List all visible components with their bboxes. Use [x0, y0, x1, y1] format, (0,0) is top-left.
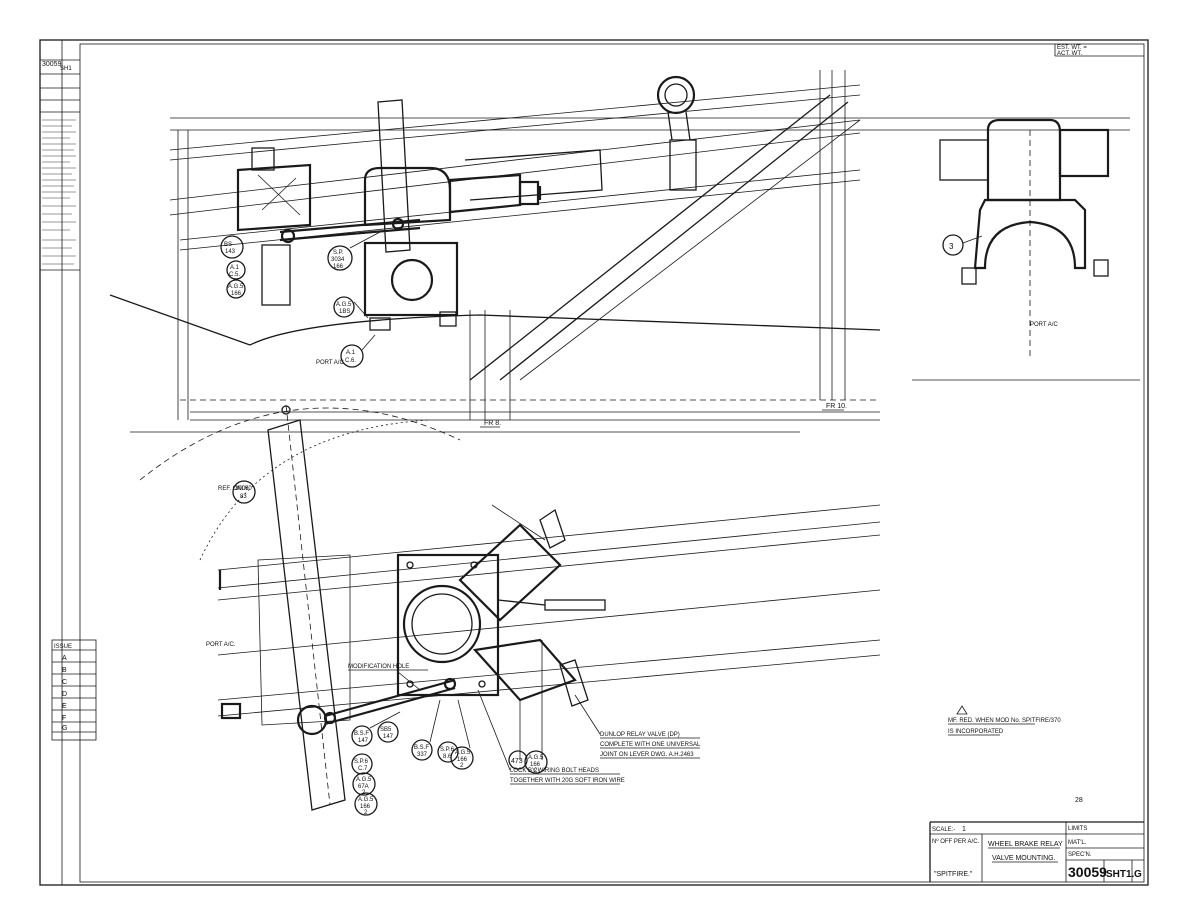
issue-letter: G [1134, 869, 1142, 880]
tag-i2: 166 [360, 804, 371, 810]
tag-g1: S.P.6 [354, 759, 369, 765]
issue-entry: E [62, 703, 67, 710]
tag-i1: A.G.5 [358, 797, 374, 803]
dunlop-note-2: COMPLETE WITH ONE UNIVERSAL [600, 742, 701, 748]
side-view: 3 PORT A/C [912, 118, 1140, 381]
tag-ag5-top: A.G.5 [336, 302, 352, 308]
scale-label: SCALE:- [932, 827, 955, 833]
tag-sp-b: 3034 [331, 257, 345, 263]
tag-c6-top: C.6. [345, 358, 356, 364]
mod-note-2: IS INCORPORATED [948, 729, 1004, 735]
issue-entry: B [62, 667, 67, 674]
title-block: SCALE:- 1 Nº OFF PER A/C. WHEEL BRAKE RE… [929, 821, 1144, 882]
dunlop-note-1: DUNLOP RELAY VALVE (DP) [600, 732, 680, 738]
tag-f1: A.G.5 [455, 750, 471, 756]
lock-note-1: LOCK BY WIRING BOLT HEADS [510, 768, 599, 774]
tag-sp-a: S.P. [333, 250, 344, 256]
tag-c2: 147 [383, 734, 394, 740]
bottom-callouts: B.S.F 147 SB5 147 B.S.F 337 S.P.6 8.6 A.… [351, 699, 548, 816]
tag-f3: 2 [460, 763, 464, 769]
tag-left2: 143 [225, 249, 236, 255]
ref-no-bottom: 83 [240, 494, 247, 500]
tag-h1: A.G.5 [356, 777, 372, 783]
port-ac-right: PORT A/C. [206, 642, 236, 648]
tag-ag5-sub: 166 [231, 291, 242, 297]
tag-d1: B.S.F [414, 745, 429, 751]
issue-entry: F [62, 715, 66, 722]
bottom-view: PORT A/C. MODIFICATION HOLE [130, 404, 881, 811]
tag-f2: 166 [457, 757, 468, 763]
tag-ag5-top-sub: 1BS [339, 309, 350, 315]
issue-entry: C [62, 679, 67, 686]
tag-b1: B.S.F [354, 731, 369, 737]
tag-k3: 2 [534, 768, 538, 774]
tag-a1: A.1 [230, 265, 240, 271]
matl-label: MAT'L. [1068, 840, 1087, 846]
fr8-label: FR 8. [484, 420, 501, 427]
tag-k2: 166 [530, 762, 541, 768]
lock-note-2: TOGETHER WITH 20G SOFT IRON WIRE [510, 778, 625, 784]
notes: DUNLOP RELAY VALVE (DP) COMPLETE WITH ON… [477, 689, 1083, 804]
revision-strip: 30059 SH1 ISSUE A B C D E F [40, 59, 97, 741]
tag-ag5: A.G.5 [228, 284, 244, 290]
rev-sheet: SH1 [60, 66, 72, 72]
tag-c5: C.5. [229, 272, 240, 278]
tag-j1: 473 [511, 758, 523, 765]
limits-label: LIMITS [1068, 826, 1087, 832]
sheet-border [39, 39, 1149, 886]
tag-e2: 8.6 [443, 754, 452, 760]
top-callouts: BS 143 A.1 C.5. A.G.5 166 S.P. 3034 166 … [220, 231, 381, 368]
issue-entry: G [62, 725, 67, 732]
fr10-label: FR 10. [826, 403, 847, 410]
top-view: FR 8. FR 10. PORT A/C. [109, 70, 1130, 428]
port-ac-side: PORT A/C [1030, 322, 1058, 328]
tag-left1: BS [224, 242, 232, 248]
tag-k1: A.G.5 [528, 755, 544, 761]
issue-header: ISSUE [54, 644, 72, 650]
drawing-number: 30059 [1068, 864, 1107, 880]
project-name: "SPITFIRE." [934, 871, 973, 878]
tag-c1: SB5 [380, 727, 392, 733]
rev-drawing-no: 30059 [42, 61, 62, 68]
est-weight: EST. WT. = [1057, 45, 1087, 51]
act-weight: ACT. WT. [1057, 51, 1082, 57]
drawing-title-2: VALVE MOUNTING. [992, 855, 1056, 862]
spec-label: SPEC'N. [1068, 852, 1092, 858]
drawing-title-1: WHEEL BRAKE RELAY [988, 841, 1063, 848]
dunlop-note-3: JOINT ON LEVER DWG. A.H.2463 [600, 752, 694, 758]
no-off-label: Nº OFF PER A/C. [932, 838, 980, 845]
mod-note-1: MF. RED. WHEN MOD No. SPITFIRE/370 [948, 718, 1061, 724]
sheet-number: 28 [1075, 797, 1083, 804]
callout-3: 3 [949, 242, 954, 251]
ref-only-callout: REF. ONLY 30060 83 [218, 480, 256, 504]
sheet-id: SHT1. [1106, 869, 1135, 880]
tag-d2: 337 [417, 752, 428, 758]
tag-i3: 2 [364, 810, 368, 816]
weight-box: EST. WT. = ACT. WT. [1054, 44, 1144, 57]
tag-h2: 67A [358, 784, 369, 790]
port-ac-left-label: PORT A/C. [316, 360, 346, 366]
scale-value: 1 [962, 826, 966, 833]
issue-entry: D [62, 691, 67, 698]
tag-g2: C.7 [358, 766, 368, 772]
tag-b2: 147 [358, 738, 369, 744]
tag-a1-top: A.1 [346, 350, 356, 356]
tag-e1: S.P.6 [440, 747, 455, 753]
modification-hole: MODIFICATION HOLE [348, 664, 409, 670]
ref-no-top: 30060 [235, 486, 252, 492]
tag-sp-c: 166 [333, 264, 344, 270]
issue-entry: A [62, 655, 67, 662]
